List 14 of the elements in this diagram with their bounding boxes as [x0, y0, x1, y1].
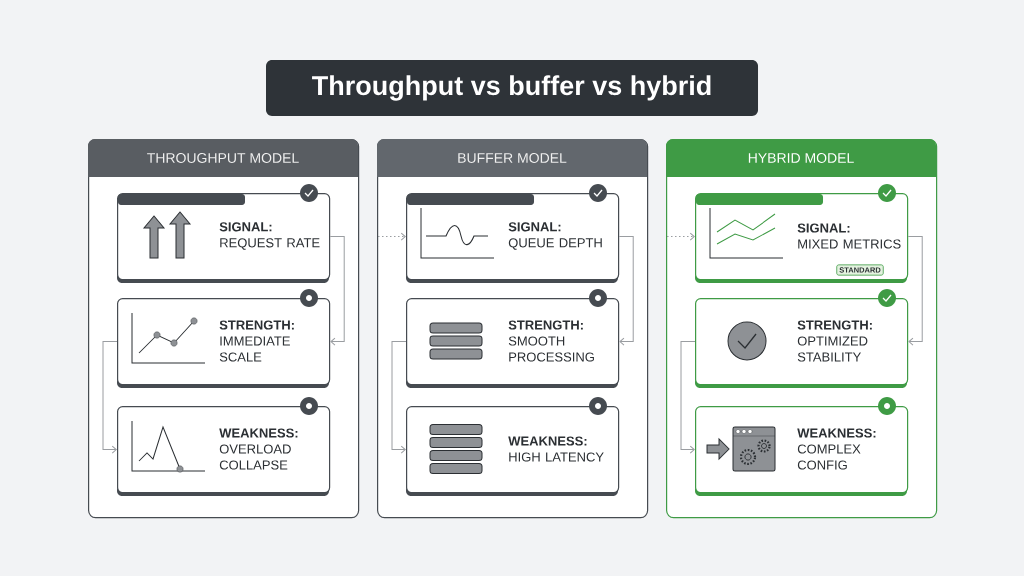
- arrow: [377, 232, 406, 241]
- arrow: [102, 341, 118, 454]
- card: STRENGTH: OPTIMIZED STABILITY: [695, 298, 909, 388]
- card: SIGNAL: REQUEST RATE: [117, 193, 331, 283]
- arrow: [680, 341, 696, 454]
- arrow: [907, 236, 923, 346]
- arrow: [666, 232, 695, 241]
- arrow: [329, 236, 345, 346]
- arrow: [618, 236, 634, 346]
- card: STRENGTH: IMMEDIATE SCALE: [117, 298, 331, 388]
- arrow: [391, 341, 407, 454]
- title-banner: Throughput vs buffer vs hybrid: [266, 60, 758, 116]
- card: WEAKNESS: OVERLOAD COLLAPSE: [117, 406, 331, 496]
- card: SIGNAL: QUEUE DEPTH: [406, 193, 620, 283]
